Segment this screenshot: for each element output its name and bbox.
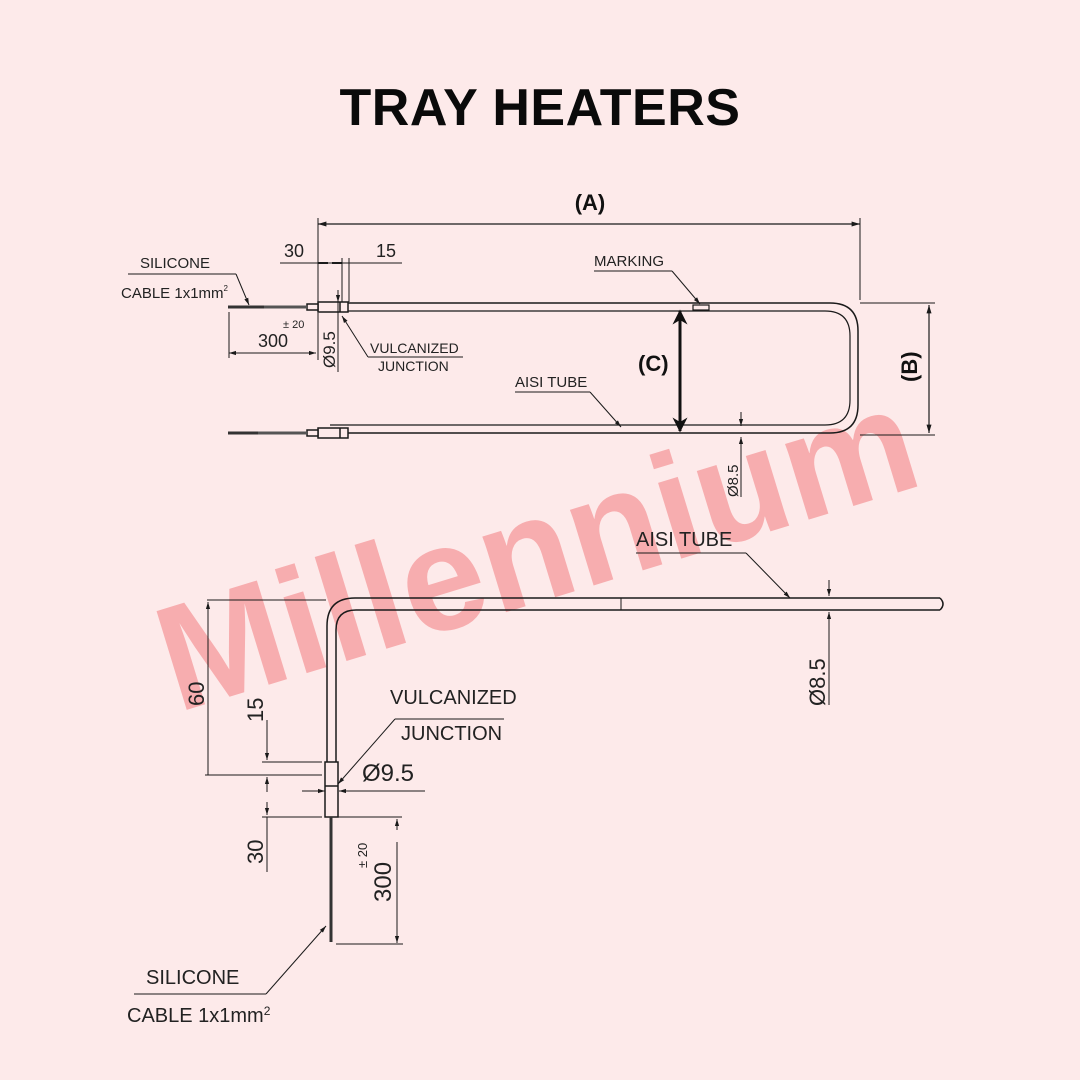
svg-text:± 20: ± 20: [283, 319, 304, 331]
svg-text:± 20: ± 20: [355, 843, 370, 868]
svg-text:30: 30: [243, 840, 268, 864]
side-view: [134, 552, 944, 995]
svg-text:300: 300: [258, 331, 288, 351]
svg-text:300: 300: [370, 862, 397, 902]
svg-text:SILICONE: SILICONE: [140, 255, 210, 272]
top-view-labels: (A) 30 15 SILICONE CABLE 1x1mm2 MARKING …: [121, 190, 922, 497]
svg-text:(A): (A): [575, 190, 606, 215]
aisi-tube-side-outer: [326, 597, 940, 762]
svg-text:CABLE 1x1mm2: CABLE 1x1mm2: [127, 1004, 271, 1027]
junction-bottom: [317, 427, 349, 439]
aisi-tube-inner: [330, 310, 851, 426]
svg-text:VULCANIZED: VULCANIZED: [390, 687, 517, 709]
svg-text:JUNCTION: JUNCTION: [401, 723, 502, 745]
svg-text:60: 60: [184, 682, 209, 706]
aisi-tube-outer: [318, 302, 859, 434]
svg-text:Ø9.5: Ø9.5: [320, 331, 339, 368]
svg-text:SILICONE: SILICONE: [146, 967, 239, 989]
side-view-labels: AISI TUBE Ø8.5 60 15 30 VULCANIZED JUNCT…: [127, 529, 830, 1027]
junction-side: [324, 761, 339, 818]
marking: [692, 304, 710, 311]
svg-text:Ø8.5: Ø8.5: [805, 658, 830, 706]
svg-text:(C): (C): [638, 351, 669, 376]
svg-text:(B): (B): [897, 351, 922, 382]
svg-text:15: 15: [243, 698, 268, 722]
svg-text:Ø8.5: Ø8.5: [725, 464, 742, 497]
svg-text:MARKING: MARKING: [594, 253, 664, 270]
svg-text:15: 15: [376, 241, 396, 261]
svg-text:AISI TUBE: AISI TUBE: [515, 374, 587, 391]
svg-text:CABLE 1x1mm2: CABLE 1x1mm2: [121, 284, 229, 302]
junction-top: [317, 301, 349, 313]
svg-text:VULCANIZED: VULCANIZED: [370, 340, 459, 356]
svg-text:Ø9.5: Ø9.5: [362, 760, 414, 787]
top-view: [128, 218, 935, 497]
aisi-tube-side-inner: [335, 609, 940, 762]
svg-text:JUNCTION: JUNCTION: [378, 358, 449, 374]
page-title: TRAY HEATERS: [339, 79, 741, 137]
svg-text:AISI TUBE: AISI TUBE: [636, 529, 732, 551]
svg-text:30: 30: [284, 241, 304, 261]
